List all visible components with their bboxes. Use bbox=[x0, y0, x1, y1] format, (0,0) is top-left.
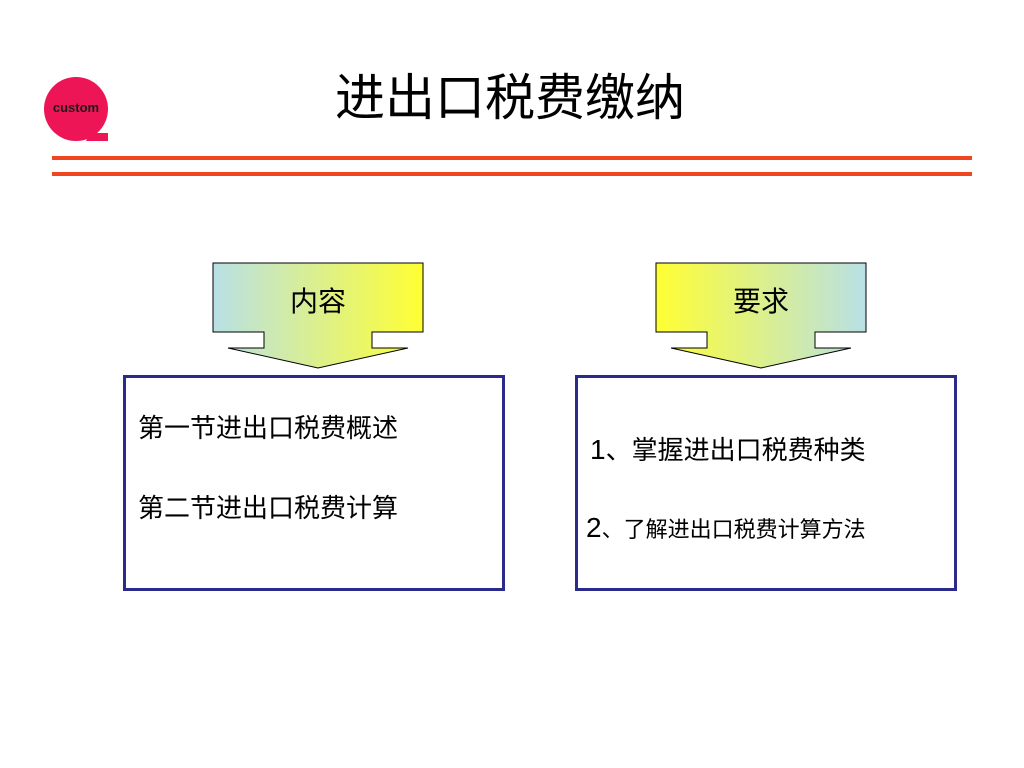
down-arrow-icon bbox=[655, 262, 867, 369]
logo-circle-icon bbox=[44, 77, 108, 141]
requirement-item-2: 2、了解进出口税费计算方法 bbox=[586, 512, 866, 544]
content-arrow: 内容 bbox=[212, 262, 424, 370]
title-rule-bottom bbox=[52, 172, 972, 176]
requirement-text: 、了解进出口税费计算方法 bbox=[601, 518, 866, 543]
requirements-box: 1、掌握进出口税费种类 2、了解进出口税费计算方法 bbox=[575, 375, 957, 591]
custom-logo: custom bbox=[42, 75, 112, 145]
requirement-text: 、掌握进出口税费种类 bbox=[605, 436, 866, 466]
logo-text: custom bbox=[52, 100, 100, 115]
requirements-arrow: 要求 bbox=[655, 262, 867, 370]
content-item-2: 第二节进出口税费计算 bbox=[138, 494, 399, 524]
requirement-number: 2 bbox=[586, 512, 602, 543]
content-item-1: 第一节进出口税费概述 bbox=[138, 414, 399, 444]
content-box: 第一节进出口税费概述 第二节进出口税费计算 bbox=[123, 375, 505, 591]
requirement-item-1: 1、掌握进出口税费种类 bbox=[590, 430, 866, 467]
title-rule-top bbox=[52, 156, 972, 160]
down-arrow-icon bbox=[212, 262, 424, 369]
requirement-number: 1 bbox=[590, 434, 606, 465]
requirements-header: 要求 bbox=[732, 285, 789, 318]
content-header: 内容 bbox=[289, 285, 346, 318]
page-title: 进出口税费缴纳 bbox=[335, 69, 685, 127]
